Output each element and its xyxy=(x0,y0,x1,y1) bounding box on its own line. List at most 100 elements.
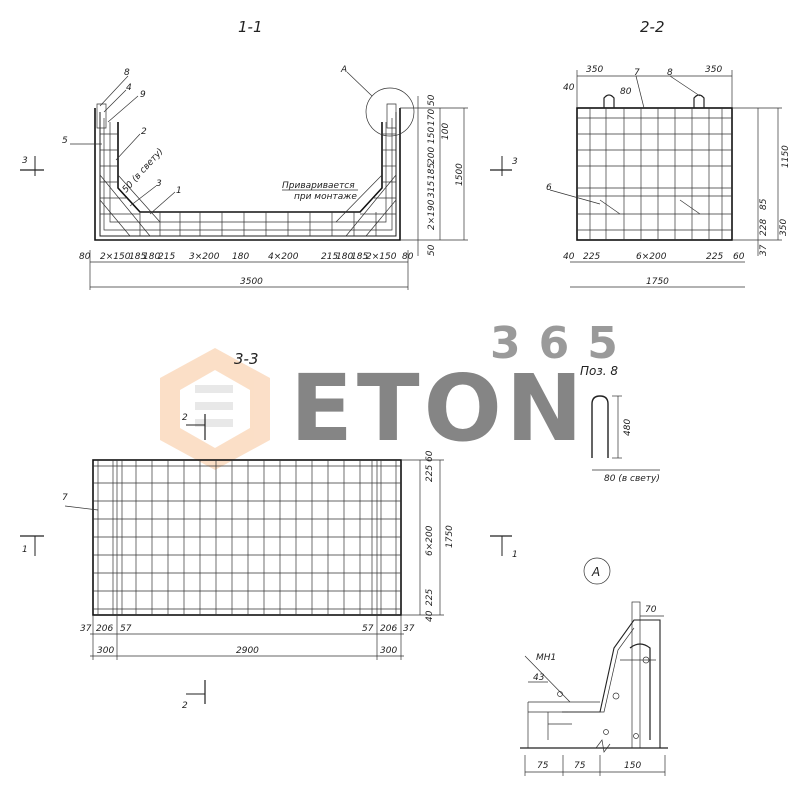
svg-text:225: 225 xyxy=(706,252,723,262)
callout-8: 8 xyxy=(124,68,130,78)
svg-text:75: 75 xyxy=(537,761,549,771)
cut-mark-3-right: 3 xyxy=(490,156,518,176)
svg-text:225: 225 xyxy=(583,252,600,262)
cut-mark-1-right: 1 xyxy=(490,535,518,560)
position-8-height: 480 xyxy=(623,419,633,436)
svg-text:37: 37 xyxy=(759,244,769,256)
svg-text:206: 206 xyxy=(380,624,397,634)
svg-text:4×200: 4×200 xyxy=(268,252,299,262)
svg-text:37: 37 xyxy=(403,624,415,634)
svg-text:150: 150 xyxy=(624,761,641,771)
svg-text:3×200: 3×200 xyxy=(189,252,220,262)
note-weld-line2: при монтаже xyxy=(294,192,357,202)
section-1-1-right-dims: 50 170 150 200 185 315 2×190 50 100 1500 xyxy=(400,94,468,256)
section-2-2-total: 1750 xyxy=(646,277,669,287)
svg-text:50: 50 xyxy=(427,244,437,256)
section-3-3: 3-3 7 60 225 6×200 225 40 1750 37 xyxy=(20,350,518,711)
svg-text:6×200: 6×200 xyxy=(425,525,435,556)
section-1-1-total: 3500 xyxy=(240,277,263,287)
section-2-2-right-dims: 1150 85 228 37 350 xyxy=(732,107,791,256)
svg-text:1: 1 xyxy=(512,550,518,560)
position-8-hook xyxy=(591,395,609,458)
section-1-1-outline xyxy=(94,108,401,241)
svg-text:2×190: 2×190 xyxy=(427,199,437,230)
svg-text:228: 228 xyxy=(759,219,769,236)
svg-text:215: 215 xyxy=(158,252,175,262)
svg-text:57: 57 xyxy=(362,624,374,634)
svg-text:80: 80 xyxy=(402,252,414,262)
position-8-title: Поз. 8 xyxy=(580,364,618,378)
section-1-1-title: 1-1 xyxy=(238,18,263,36)
callout-9: 9 xyxy=(140,90,146,100)
svg-text:70: 70 xyxy=(645,605,657,615)
svg-text:150: 150 xyxy=(427,127,437,144)
svg-text:100: 100 xyxy=(441,123,451,140)
svg-text:80: 80 xyxy=(620,87,632,97)
svg-text:225: 225 xyxy=(425,589,435,606)
section-3-3-outline xyxy=(92,459,402,616)
section-2-2-bottom-dims: 40 225 6×200 225 60 1750 xyxy=(563,252,745,288)
svg-text:60: 60 xyxy=(425,450,435,462)
section-2-2-outline xyxy=(576,107,733,241)
section-1-1-bottom-dims: 80 2×150 185 180 215 3×200 180 4×200 215… xyxy=(79,250,414,290)
node-a-marker-label: A xyxy=(340,65,347,75)
callout-4: 4 xyxy=(126,83,132,93)
svg-text:185: 185 xyxy=(129,252,146,262)
svg-text:180: 180 xyxy=(232,252,249,262)
node-a-marker-circle xyxy=(365,87,415,137)
svg-text:215: 215 xyxy=(321,252,338,262)
svg-text:180: 180 xyxy=(143,252,160,262)
cut-mark-2-top: 2 xyxy=(182,413,206,440)
svg-text:2900: 2900 xyxy=(236,646,259,656)
svg-text:185: 185 xyxy=(427,163,437,180)
svg-text:350: 350 xyxy=(779,219,789,236)
svg-text:6×200: 6×200 xyxy=(636,252,667,262)
section-3-3-right-dims: 60 225 6×200 225 40 1750 xyxy=(401,450,455,622)
cut-mark-2-bottom: 2 xyxy=(182,680,206,711)
section-2-2: 2-2 7 8 6 xyxy=(490,18,791,288)
watermark: 365 ETON xyxy=(160,318,618,470)
node-a-title: A xyxy=(591,565,600,579)
svg-text:1750: 1750 xyxy=(445,525,455,548)
svg-text:1: 1 xyxy=(22,545,28,555)
svg-text:315: 315 xyxy=(427,181,437,198)
svg-text:225: 225 xyxy=(425,465,435,482)
section-3-3-bottom-dims: 37 206 57 57 206 37 300 2900 300 xyxy=(80,615,415,660)
section-2-2-title: 2-2 xyxy=(640,18,665,36)
callout-7-22: 7 xyxy=(634,68,640,78)
position-8-detail: Поз. 8 480 80 (в свету) xyxy=(580,364,660,484)
svg-text:40: 40 xyxy=(563,252,575,262)
svg-text:170: 170 xyxy=(427,109,437,126)
callout-5: 5 xyxy=(62,136,68,146)
svg-text:3: 3 xyxy=(22,156,28,166)
svg-text:75: 75 xyxy=(574,761,586,771)
note-weld-line1: Приваривается xyxy=(282,181,355,191)
svg-text:300: 300 xyxy=(97,646,114,656)
svg-text:3: 3 xyxy=(512,157,518,167)
svg-text:80: 80 xyxy=(79,252,91,262)
callout-2: 2 xyxy=(141,127,147,137)
svg-text:40: 40 xyxy=(563,83,575,93)
svg-text:350: 350 xyxy=(586,65,603,75)
node-a-detail: A МН1 70 43 75 75 150 xyxy=(520,557,668,776)
svg-text:185: 185 xyxy=(351,252,368,262)
node-a-label: МН1 xyxy=(536,653,556,663)
svg-text:206: 206 xyxy=(96,624,113,634)
callout-3: 3 xyxy=(156,179,162,189)
watermark-logo xyxy=(160,348,270,470)
svg-text:2: 2 xyxy=(182,413,188,423)
section-3-3-mesh xyxy=(93,460,401,615)
svg-text:43: 43 xyxy=(533,673,545,683)
cut-mark-3-left: 3 xyxy=(20,156,44,176)
svg-text:37: 37 xyxy=(80,624,92,634)
svg-text:1500: 1500 xyxy=(455,163,465,186)
svg-text:2×150: 2×150 xyxy=(100,252,131,262)
section-3-3-title: 3-3 xyxy=(234,350,259,368)
svg-text:2×150: 2×150 xyxy=(366,252,397,262)
cut-mark-1-left: 1 xyxy=(20,535,44,556)
node-a-title-circle xyxy=(583,557,611,585)
callout-8-22: 8 xyxy=(667,68,673,78)
svg-text:2: 2 xyxy=(182,701,188,711)
svg-text:350: 350 xyxy=(705,65,722,75)
